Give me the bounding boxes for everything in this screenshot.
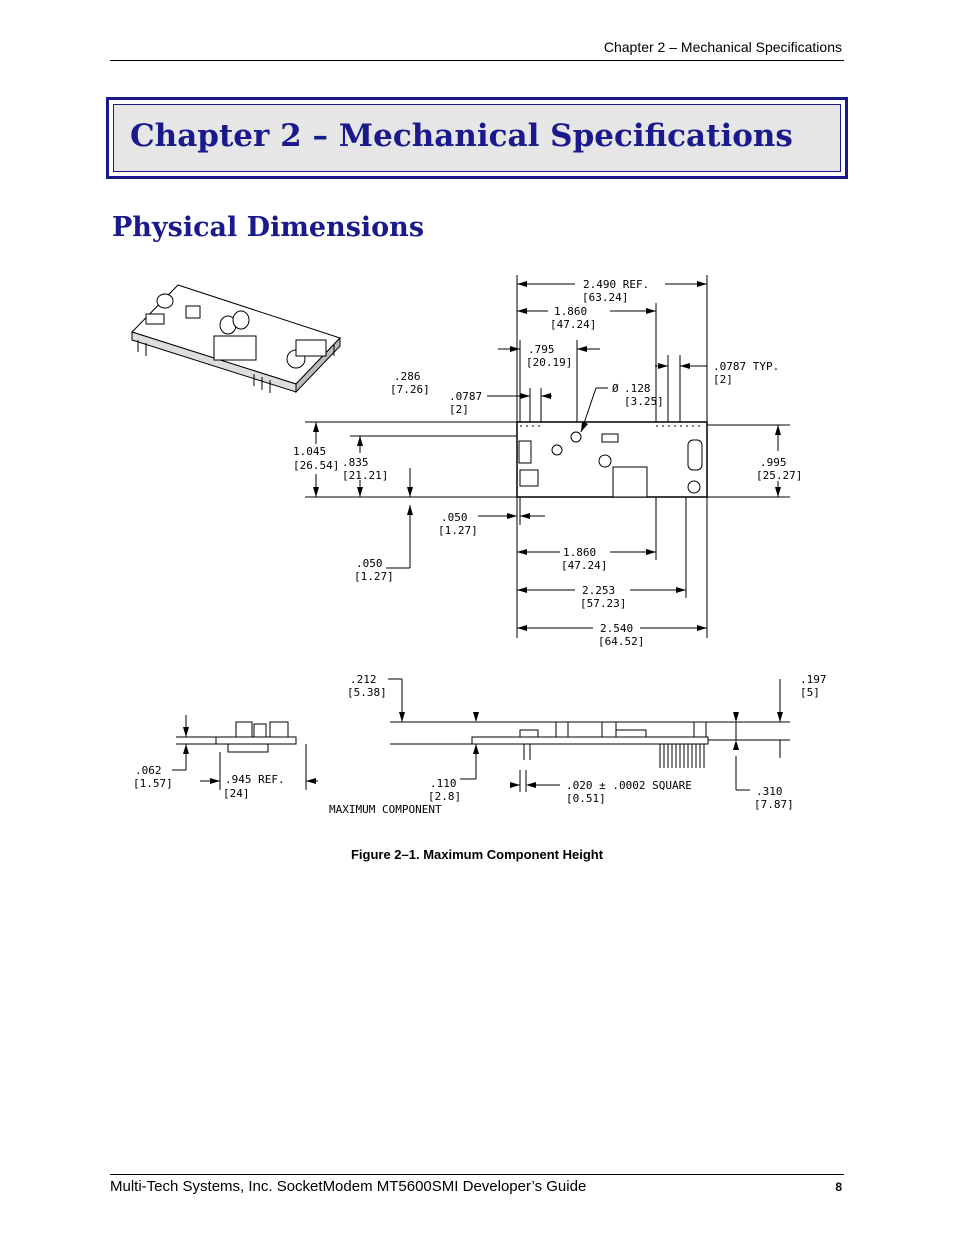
chapter-title-box: Chapter 2 – Mechanical Specifications [106,97,848,179]
dim-1045: 1.045 [293,445,326,458]
dim-050b-mm: [1.27] [354,570,394,583]
dim-110-mm: [2.8] [428,790,461,803]
dim-995: .995 [760,456,787,469]
chapter-title-panel: Chapter 2 – Mechanical Specifications [113,104,841,172]
board-top-view [516,421,708,498]
dim-pitch-typ: .0787 TYP. [713,360,779,373]
max-component-label: MAXIMUM COMPONENT [329,803,442,816]
arrowheads [183,281,783,788]
running-header: Chapter 2 – Mechanical Specifications [603,39,842,55]
dim-bot-1860: 1.860 [563,546,596,559]
dim-hole-dia-mm: [3.25] [624,395,664,408]
footer-rule [110,1174,844,1175]
dim-795-mm: [20.19] [526,356,572,369]
page-number: 8 [835,1180,842,1194]
dim-995-mm: [25.27] [756,469,802,482]
chapter-title: Chapter 2 – Mechanical Specifications [130,118,793,154]
dim-835: .835 [342,456,369,469]
section-title: Physical Dimensions [112,212,425,243]
dim-286-mm: [7.26] [390,383,430,396]
dim-2540: 2.540 [600,622,633,635]
footer-text: Multi-Tech Systems, Inc. SocketModem MT5… [110,1178,587,1195]
dim-110: .110 [430,777,457,790]
dim-945-mm: [24] [223,787,250,800]
dim-197: .197 [800,673,827,686]
dim-pin-square-mm: [0.51] [566,792,606,805]
dim-hole-dia: .128 [624,382,651,395]
dim-062-mm: [1.57] [133,777,173,790]
dim-overall-ref-mm: [63.24] [582,291,628,304]
figure-caption: Figure 2–1. Maximum Component Height [350,847,604,862]
dim-bot-1860-mm: [47.24] [561,559,607,572]
dim-197-mm: [5] [800,686,820,699]
dim-050a: .050 [441,511,468,524]
dim-310: .310 [756,785,783,798]
dim-310-mm: [7.87] [754,798,794,811]
dim-pin-square: .020 ± .0002 SQUARE [566,779,692,792]
dim-pitch-typ-mm: [2] [713,373,733,386]
dim-top-1860: 1.860 [554,305,587,318]
dim-050a-mm: [1.27] [438,524,478,537]
dim-2253-mm: [57.23] [580,597,626,610]
dim-212-mm: [5.38] [347,686,387,699]
diameter-symbol: Ø [612,382,619,395]
dim-062: .062 [135,764,162,777]
dim-overall-ref: 2.490 REF. [583,278,649,291]
header-rule [110,60,844,61]
side-view-large [388,678,790,792]
dimension-labels: 2.490 REF. [63.24] 1.860 [47.24] .795 [2… [133,278,827,816]
dim-2253: 2.253 [582,584,615,597]
dim-212: .212 [350,673,377,686]
dim-pitch-mm: [2] [449,403,469,416]
dim-050b: .050 [356,557,383,570]
dim-pitch: .0787 [449,390,482,403]
dim-795: .795 [528,343,555,356]
dim-2540-mm: [64.52] [598,635,644,648]
board-3d-illustration [131,284,341,394]
dim-1045-mm: [26.54] [293,459,339,472]
dim-top-1860-mm: [47.24] [550,318,596,331]
dim-286: .286 [394,370,421,383]
dim-835-mm: [21.21] [342,469,388,482]
dim-945: .945 REF. [225,773,285,786]
